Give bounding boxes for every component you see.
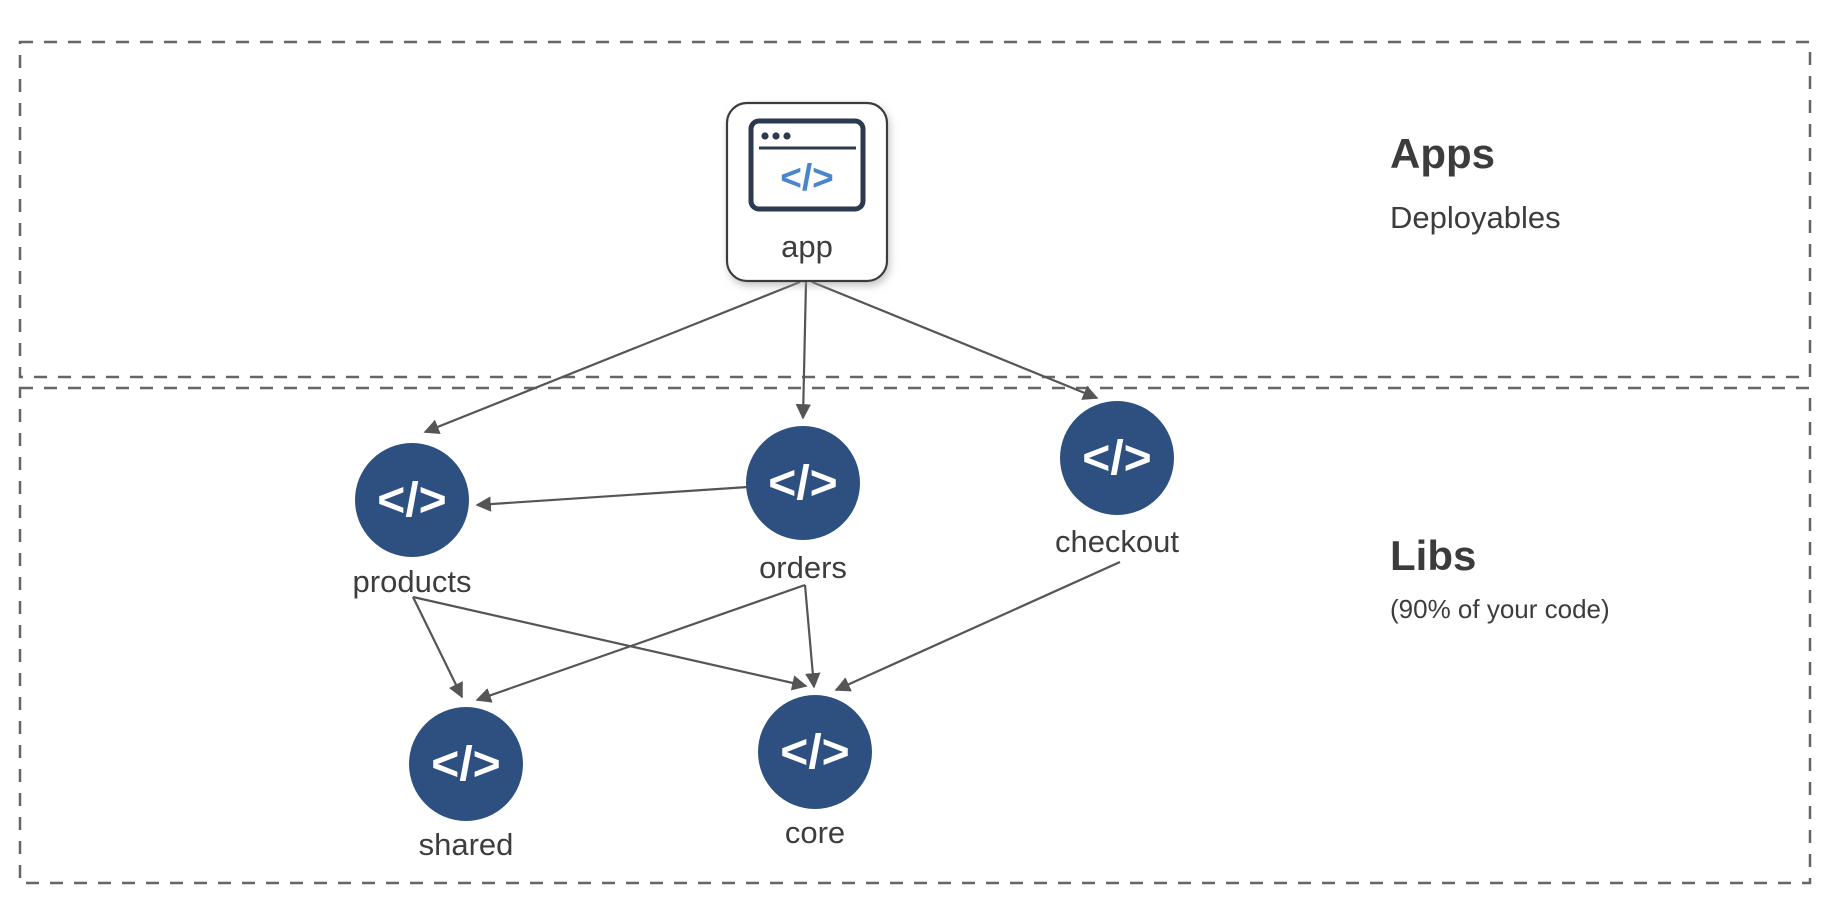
browser-dot-1 [761,132,769,140]
edge-orders-to-core [803,584,821,689]
edge-products-to-core [412,595,808,691]
edge-checkout-to-core [834,560,1121,692]
products-circle[interactable] [355,443,469,557]
browser-dot-2 [772,132,780,140]
app-code-glyph: </> [780,157,834,198]
node-products[interactable]: </> products [353,443,472,599]
edge-products-to-shared [412,596,463,699]
node-shared[interactable]: </> shared [409,707,523,862]
node-app-label: app [781,229,833,264]
zone-libs-subtitle: (90% of your code) [1390,594,1610,624]
node-core-label: core [785,815,845,850]
edge-orders-to-shared [475,583,806,703]
zone-apps-boundary [18,40,1812,379]
node-checkout-label: checkout [1055,524,1179,559]
node-shared-label: shared [419,827,514,862]
core-code-glyph: </> [780,726,849,779]
core-circle[interactable] [758,695,872,809]
products-code-glyph: </> [377,474,446,527]
node-app[interactable]: </> app [725,101,889,283]
edge-layer [412,280,1121,703]
node-checkout[interactable]: </> checkout [1055,401,1179,559]
checkout-circle[interactable] [1060,401,1174,515]
node-products-label: products [353,564,472,599]
edge-app-to-orders [795,281,812,420]
zone-libs-boundary [18,386,1812,885]
shared-circle[interactable] [409,707,523,821]
edge-orders-to-products [475,485,749,512]
node-orders-label: orders [759,550,847,585]
zone-apps: Apps Deployables [18,40,1812,379]
orders-code-glyph: </> [768,457,837,510]
node-orders[interactable]: </> orders [746,426,860,585]
zone-libs-title: Libs [1390,532,1476,579]
browser-dot-3 [783,132,791,140]
zone-apps-title: Apps [1390,130,1495,177]
orders-circle[interactable] [746,426,860,540]
edge-app-to-checkout [811,280,1099,400]
node-core[interactable]: </> core [758,695,872,850]
edge-app-to-products [423,280,801,435]
shared-code-glyph: </> [431,738,500,791]
browser-frame [748,118,866,212]
zone-libs: Libs (90% of your code) [18,386,1812,885]
zone-apps-subtitle: Deployables [1390,200,1561,235]
checkout-code-glyph: </> [1082,432,1151,485]
browser-window-code-icon: </> [748,118,866,212]
